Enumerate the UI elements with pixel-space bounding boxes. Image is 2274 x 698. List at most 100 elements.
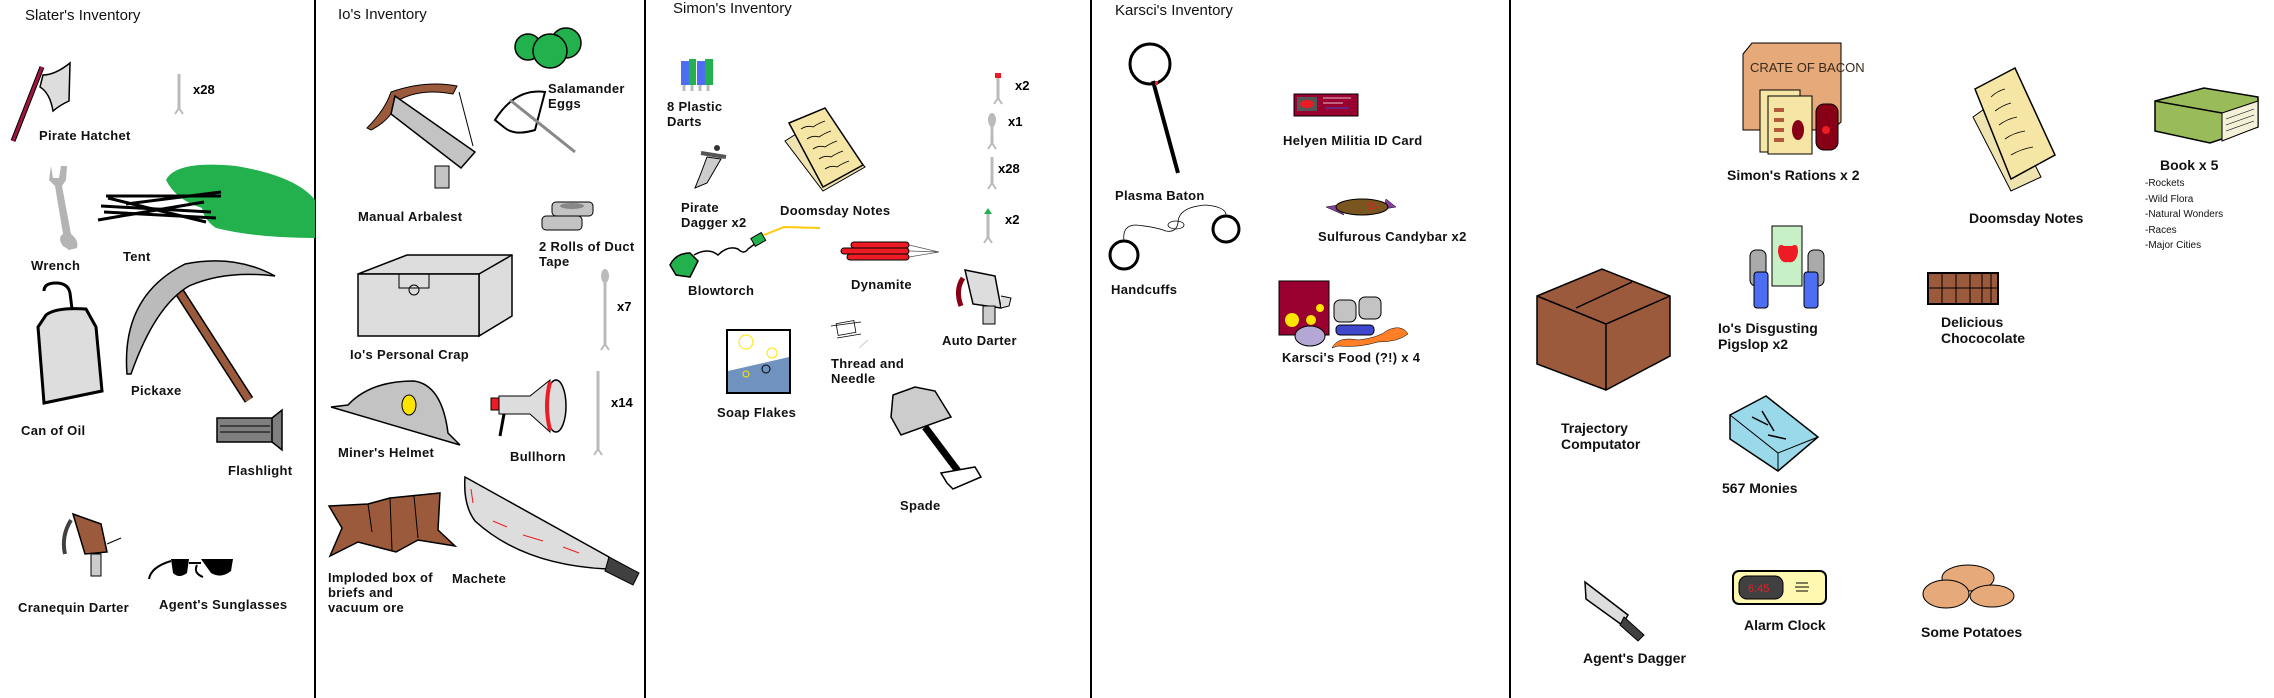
item-label: Dynamite — [851, 277, 912, 292]
item-label: Pirate Dagger x2 — [681, 200, 747, 230]
item-label: Wrench — [31, 258, 81, 273]
item-label: Io's Personal Crap — [350, 347, 470, 362]
dart-icon — [593, 369, 603, 456]
section-title: Karsci's Inventory — [1115, 2, 1233, 19]
item-label: Miner's Helmet — [338, 445, 435, 460]
doomsday-notes-icon — [1971, 66, 2056, 192]
imploded-box-icon — [327, 492, 458, 558]
blowtorch-icon — [668, 225, 821, 278]
flashlight-icon — [216, 408, 283, 452]
agents-dagger-icon — [1584, 580, 1646, 642]
item-label: Doomsday Notes — [1969, 210, 2084, 226]
dart-icon — [987, 155, 997, 190]
crate-text: CRATE OF BACON — [1750, 60, 1865, 75]
miners-helmet-icon — [330, 379, 461, 447]
item-label: Pickaxe — [131, 383, 182, 398]
book-title: -Natural Wonders — [2145, 209, 2224, 220]
section-divider — [314, 0, 316, 698]
section-divider — [1090, 0, 1092, 698]
cranequin-darter-icon — [61, 510, 127, 578]
crate-of-bacon-icon: CRATE OF BACON — [1742, 42, 1865, 156]
pickaxe-icon — [125, 256, 277, 403]
item-label: Thread and Needle — [831, 356, 905, 386]
tent-icon — [96, 160, 315, 238]
item-label: Karsci's Food (?!) x 4 — [1282, 350, 1421, 365]
item-label: Some Potatoes — [1921, 624, 2023, 640]
dynamite-icon — [839, 241, 940, 262]
item-count: x28 — [998, 161, 1020, 176]
spade-icon — [890, 386, 983, 490]
item-label: Alarm Clock — [1744, 617, 1826, 633]
arbalest-icon — [365, 80, 576, 190]
auto-darter-icon — [955, 268, 1013, 325]
machete-icon — [463, 475, 640, 587]
item-label: Helyen Militia ID Card — [1283, 133, 1423, 148]
item-label: Bullhorn — [510, 449, 566, 464]
book-title: -Major Cities — [2145, 240, 2202, 251]
potatoes-icon — [1922, 564, 2015, 609]
item-label: Trajectory Computator — [1561, 420, 1641, 452]
item-label: Soap Flakes — [717, 405, 797, 420]
pirate-dagger-icon — [693, 145, 727, 189]
section-title: Simon's Inventory — [673, 0, 792, 17]
section-title: Slater's Inventory — [25, 7, 141, 24]
monies-icon — [1728, 395, 1820, 473]
item-label: Manual Arbalest — [358, 209, 463, 224]
item-label: Agent's Sunglasses — [159, 597, 288, 612]
duct-tape-icon — [541, 200, 594, 232]
cardboard-box-icon — [1536, 268, 1671, 391]
clock-display: 6:45 — [1748, 583, 1769, 595]
item-label: Salamander Eggs — [548, 81, 625, 111]
section-divider — [644, 0, 646, 698]
oil-can-icon — [36, 281, 108, 405]
thread-needle-icon — [830, 320, 869, 350]
item-label: Io's Disgusting Pigslop x2 — [1718, 320, 1818, 352]
item-label: Plasma Baton — [1115, 188, 1205, 203]
item-count: x1 — [1008, 114, 1023, 129]
item-count: x2 — [1015, 78, 1030, 93]
chest-icon — [357, 254, 513, 338]
handcuffs-icon — [1106, 203, 1249, 271]
item-label: Pirate Hatchet — [39, 128, 131, 143]
item-count: x7 — [617, 299, 632, 314]
dart-green-icon — [983, 208, 993, 244]
hatchet-icon — [10, 61, 71, 143]
item-label: Spade — [900, 498, 941, 513]
item-label: Book x 5 — [2160, 157, 2219, 173]
section-divider — [1509, 0, 1511, 698]
plastic-darts-icon — [681, 59, 714, 93]
book-title: -Rockets — [2145, 178, 2185, 189]
pigslop-icon — [1748, 224, 1826, 312]
wrench-icon — [49, 164, 81, 251]
book-title: -Wild Flora — [2145, 193, 2194, 205]
item-label: Simon's Rations x 2 — [1727, 167, 1860, 183]
item-label: Delicious Chococolate — [1941, 314, 2026, 346]
item-label: Imploded box of briefs and vacuum ore — [328, 570, 433, 615]
item-label: Doomsday Notes — [780, 203, 891, 218]
section-title: Io's Inventory — [338, 6, 427, 23]
dart-icon — [600, 268, 610, 351]
item-label: Flashlight — [228, 463, 293, 478]
dart-red-icon — [993, 73, 1003, 105]
book-title: -Races — [2145, 224, 2177, 236]
candybar-icon — [1325, 197, 1397, 217]
item-label: Tent — [123, 249, 151, 264]
sunglasses-icon — [147, 557, 235, 581]
id-card-icon — [1293, 93, 1359, 117]
item-count: x2 — [1005, 212, 1020, 227]
book-icon — [2154, 87, 2260, 145]
item-label: Agent's Dagger — [1583, 650, 1686, 666]
item-label: Can of Oil — [21, 423, 86, 438]
book-sublist: -Rockets -Wild Flora -Natural Wonders -R… — [2145, 176, 2223, 254]
doomsday-notes-icon — [783, 107, 866, 192]
item-count: x28 — [193, 82, 215, 97]
item-label: 2 Rolls of Duct Tape — [539, 239, 635, 269]
item-label: Blowtorch — [688, 283, 755, 298]
alarm-clock-icon: 6:45 — [1732, 570, 1827, 605]
karsci-food-icon — [1278, 280, 1410, 350]
bullhorn-icon — [490, 376, 568, 438]
item-label: Handcuffs — [1111, 282, 1178, 297]
item-count: x14 — [611, 395, 633, 410]
item-label: Machete — [452, 571, 507, 586]
item-label: Sulfurous Candybar x2 — [1318, 229, 1467, 244]
